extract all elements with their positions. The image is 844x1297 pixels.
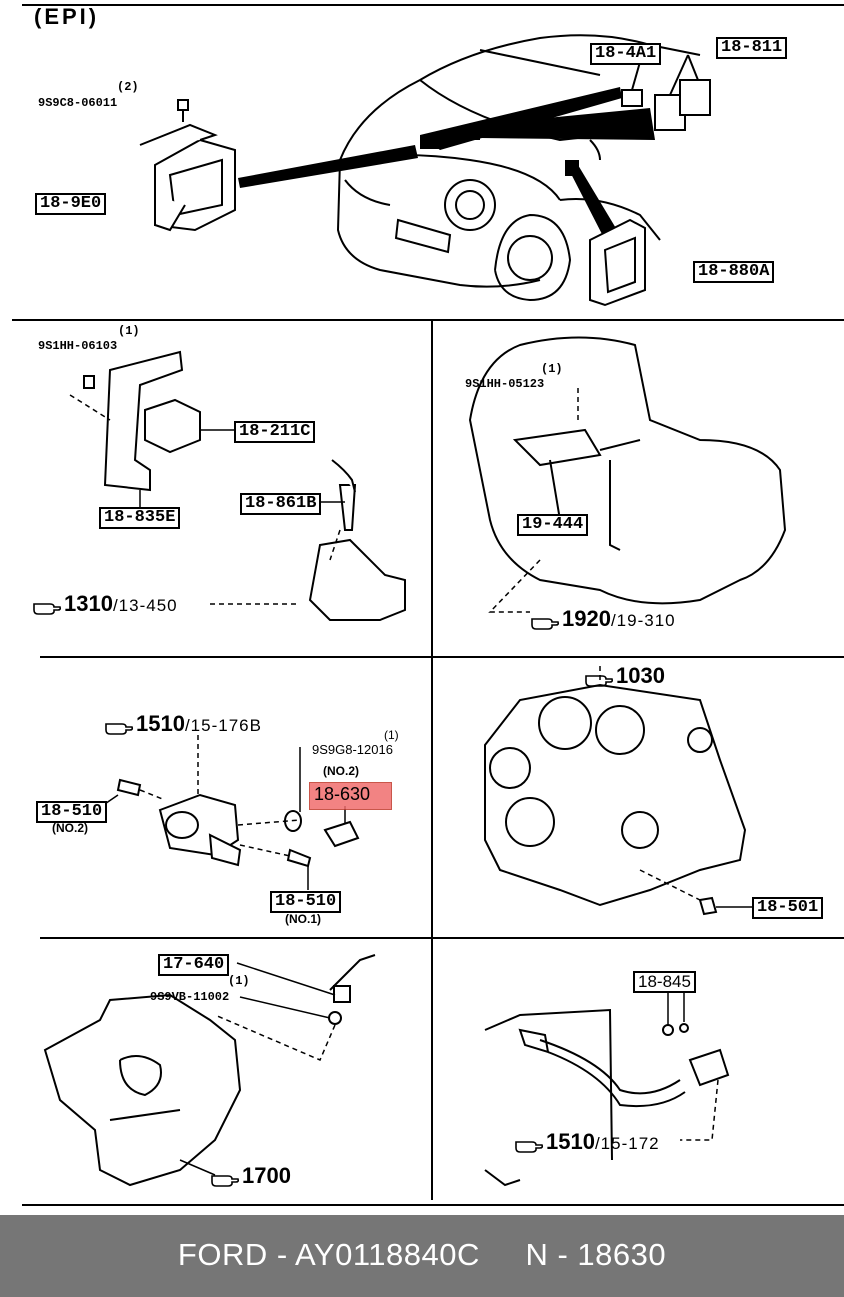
highlighted-part-label[interactable]: 18-630 bbox=[314, 784, 371, 804]
reference-1700[interactable]: 1700 bbox=[210, 1163, 291, 1189]
no2-note: (NO.2) bbox=[52, 821, 88, 835]
washer-qty: (1) bbox=[228, 974, 250, 988]
pointing-hand-icon bbox=[211, 1174, 240, 1187]
reference-sub: /13-450 bbox=[112, 596, 178, 615]
part-box-18-880a[interactable]: 18-880A bbox=[693, 261, 775, 283]
bolt-qty: (1) bbox=[118, 324, 140, 338]
part-box-18-501[interactable]: 18-501 bbox=[752, 897, 824, 919]
reference-sub: /15-176B bbox=[184, 716, 262, 735]
part-box-18-510-no2[interactable]: 18-510 bbox=[36, 801, 108, 823]
reference-number: 1510 bbox=[136, 711, 185, 736]
no1-note: (NO.1) bbox=[285, 912, 321, 926]
parts-diagram: (EPI) (2) 9S9C8-06011 18-9E0 18-4A1 18-8… bbox=[12, 4, 844, 1206]
pointing-hand-icon bbox=[585, 674, 614, 687]
reference-1030[interactable]: 1030 bbox=[584, 663, 665, 689]
footer-bar bbox=[0, 1215, 844, 1297]
gasket-code: 9S9G8-12016 bbox=[312, 742, 393, 757]
bolt-qty: (1) bbox=[541, 362, 563, 376]
part-box-18-211c[interactable]: 18-211C bbox=[234, 421, 316, 443]
part-box-18-861b[interactable]: 18-861B bbox=[240, 493, 322, 515]
diagram-drawing bbox=[12, 4, 844, 1206]
gasket-qty: (1) bbox=[384, 728, 399, 742]
part-box-18-4a1[interactable]: 18-4A1 bbox=[590, 43, 662, 65]
bolt-qty: (2) bbox=[117, 80, 139, 94]
reference-1920[interactable]: 1920/19-310 bbox=[530, 606, 676, 632]
part-box-18-811[interactable]: 18-811 bbox=[716, 37, 788, 59]
reference-number: 1030 bbox=[616, 663, 665, 688]
part-box-18-510-no1[interactable]: 18-510 bbox=[270, 891, 342, 913]
pointing-hand-icon bbox=[105, 722, 134, 735]
part-box-18-835e[interactable]: 18-835E bbox=[99, 507, 181, 529]
bolt-code: 9S9C8-06011 bbox=[38, 96, 118, 110]
reference-number: 1700 bbox=[242, 1163, 291, 1188]
reference-1510-hose[interactable]: 1510/15-172 bbox=[514, 1129, 660, 1155]
gasket-note: (NO.2) bbox=[323, 764, 359, 778]
reference-number: 1510 bbox=[546, 1129, 595, 1154]
part-box-17-640[interactable]: 17-640 bbox=[158, 954, 230, 976]
pointing-hand-icon bbox=[33, 602, 62, 615]
washer-code: 9S9VB-11002 bbox=[150, 990, 230, 1004]
footer-brand: FORD - AY0118840C bbox=[177, 1237, 480, 1272]
part-box-18-9e0[interactable]: 18-9E0 bbox=[35, 193, 107, 215]
section-label: (EPI) bbox=[34, 4, 100, 29]
highlight-marker bbox=[309, 782, 392, 810]
bolt-code: 9S1HH-06103 bbox=[38, 339, 118, 353]
part-box-18-845[interactable]: 18-845 bbox=[633, 971, 696, 993]
reference-1510[interactable]: 1510/15-176B bbox=[104, 711, 262, 737]
pointing-hand-icon bbox=[531, 617, 560, 630]
footer-caption: FORD - AY0118840C N - 18630 bbox=[0, 1237, 844, 1273]
reference-sub: /15-172 bbox=[594, 1134, 660, 1153]
reference-sub: /19-310 bbox=[610, 611, 676, 630]
reference-number: 1310 bbox=[64, 591, 113, 616]
pointing-hand-icon bbox=[515, 1140, 544, 1153]
reference-1310[interactable]: 1310/13-450 bbox=[32, 591, 178, 617]
footer-part: N - 18630 bbox=[525, 1237, 667, 1272]
part-box-19-444[interactable]: 19-444 bbox=[517, 514, 589, 536]
reference-number: 1920 bbox=[562, 606, 611, 631]
bolt-code: 9S1HH-05123 bbox=[465, 377, 545, 391]
